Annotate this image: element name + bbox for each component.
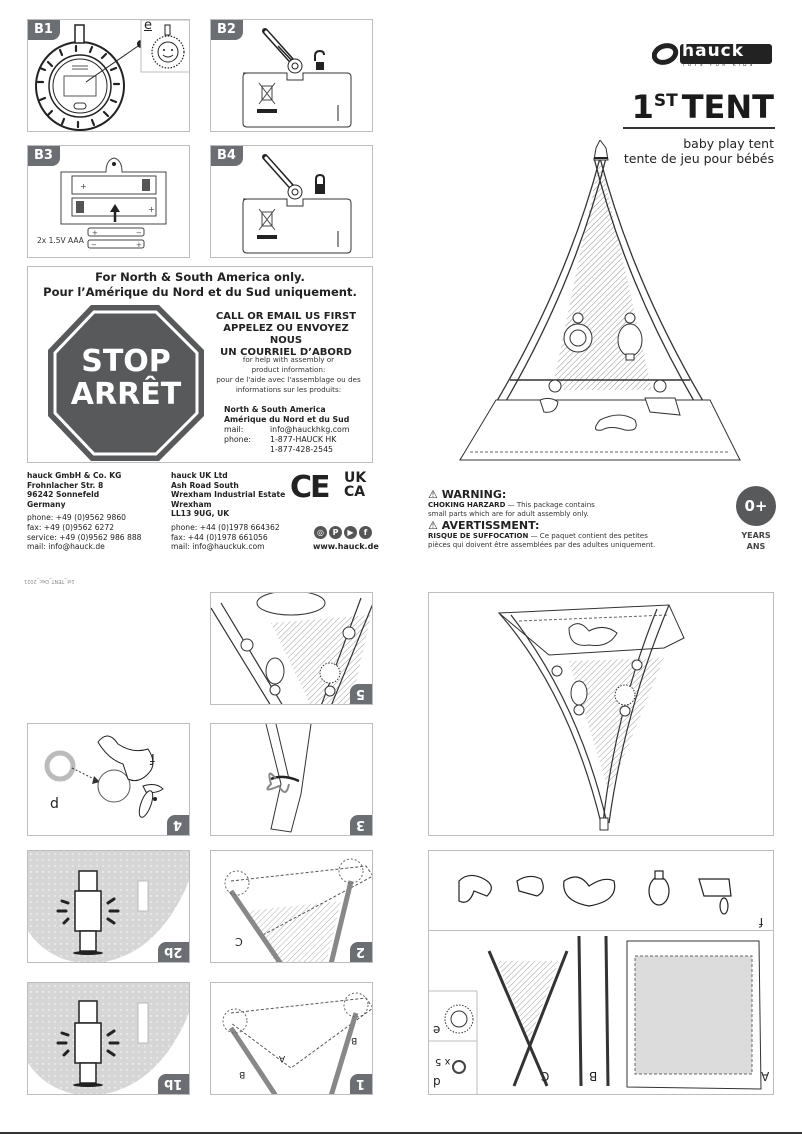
panel-b1: B1 e — [27, 19, 190, 132]
step-2-panel: C 2 — [210, 850, 373, 963]
youtube-icon[interactable]: ▶ — [344, 526, 357, 539]
age-label: YEARS ANS — [741, 531, 771, 551]
step-label: B4 — [211, 146, 243, 166]
germany-email-link[interactable]: mail: info@hauck.de — [27, 542, 105, 552]
website-link[interactable]: www.hauck.de — [313, 542, 379, 551]
parts-list-panel: f A B C d x 5 e — [428, 850, 774, 1095]
step-1-illustration — [222, 992, 372, 1094]
step-1b-panel: 1b — [27, 982, 190, 1095]
hauck-logo — [652, 43, 772, 65]
svg-text:−: − — [91, 241, 97, 249]
part-label: e — [144, 19, 152, 33]
svg-text:−: − — [136, 229, 142, 237]
step-1b-buckle-illustration — [28, 983, 189, 1094]
address-germany: hauck GmbH & Co. KG Frohnlacher Str. 8 9… — [27, 471, 142, 552]
notice-heading: For North & South America only. Pour l’A… — [43, 270, 357, 299]
ukca-mark: UK CA — [344, 470, 367, 500]
choking-warning: ⚠ WARNING: CHOKING HARZARD — This packag… — [428, 488, 656, 550]
part-label-a: A — [761, 1069, 770, 1083]
step-2b-panel: 2b — [27, 850, 190, 963]
brand-tagline: TOYS FOR KIDS — [682, 63, 756, 68]
part-label-d: d — [433, 1075, 441, 1089]
help-text: for help with assembly or product inform… — [216, 355, 361, 394]
part-label-b: B — [239, 1069, 246, 1079]
step-4-illustration — [44, 735, 164, 818]
toys-row: f — [429, 851, 773, 931]
call-first-text: CALL OR EMAIL US FIRST APPELEZ OU ENVOYE… — [215, 311, 357, 358]
step-5-illustration — [211, 593, 372, 704]
tent-inverted-panel — [428, 592, 774, 836]
battery-toy-illustration — [35, 20, 189, 131]
ce-mark: CE — [290, 470, 330, 505]
step-label: B2 — [211, 20, 243, 40]
step-label: 2 — [349, 942, 372, 962]
americas-email-link[interactable]: info@hauckhkg.com — [270, 425, 350, 434]
step-label: 3 — [349, 815, 372, 835]
svg-text:+: + — [92, 229, 98, 237]
panel-b4: B4 — [210, 145, 373, 258]
product-subtitle: baby play tent tente de jeu pour bébés — [623, 136, 774, 166]
stop-text: STOP ARRÊT — [70, 344, 182, 412]
pinterest-icon[interactable]: P — [329, 526, 342, 539]
uk-email-link[interactable]: mail: info@hauckuk.com — [171, 542, 265, 552]
step-label: 1 — [349, 1074, 372, 1094]
step-3-panel: 3 — [210, 723, 373, 836]
part-label-f: f — [150, 750, 155, 766]
document-code: 1st_TENT_Dec_2021 — [24, 578, 75, 584]
svg-text:+: + — [148, 205, 155, 214]
step-3-illustration — [265, 724, 312, 833]
page-bottom-rule — [0, 1132, 802, 1134]
svg-text:+: + — [80, 182, 87, 191]
address-uk: hauck UK Ltd Ash Road South Wrexham Indu… — [171, 471, 286, 552]
tent-illustration — [459, 140, 741, 461]
part-label-d: d — [50, 796, 59, 812]
step-label: 1b — [157, 1074, 189, 1094]
battery-compartment-illustration: + + + − − + — [60, 157, 167, 249]
part-label-a: A — [279, 1053, 286, 1063]
stop-sign-icon — [48, 305, 204, 461]
toys-label-f: f — [759, 915, 764, 929]
step-label: B1 — [28, 20, 60, 40]
part-label-c: C — [541, 1069, 550, 1083]
step-label: 5 — [349, 684, 372, 704]
battery-spec: 2x 1.5V AAA — [37, 236, 84, 245]
step-5-panel: 5 — [210, 592, 373, 705]
age-badge: 0+ — [736, 486, 776, 526]
social-links: ◎ P ▶ f — [314, 526, 372, 539]
step-label: 2b — [157, 942, 189, 962]
part-label-b: B — [589, 1069, 598, 1083]
part-label-b: B — [351, 1035, 358, 1045]
part-qty-d: x 5 — [435, 1056, 451, 1067]
americas-notice: For North & South America only. Pour l’A… — [27, 266, 373, 463]
frame-parts-illustration — [429, 935, 762, 1094]
step-label: B3 — [28, 146, 60, 166]
americas-contact: North & South America Amérique du Nord e… — [224, 405, 350, 454]
part-label-c: C — [235, 935, 243, 948]
brand-name: hauck — [682, 41, 745, 61]
unlock-battery-illustration — [242, 28, 352, 128]
step-1-panel: B A B 1 — [210, 982, 373, 1095]
step-label: 4 — [166, 815, 189, 835]
instagram-icon[interactable]: ◎ — [314, 526, 327, 539]
svg-text:+: + — [136, 241, 142, 249]
tent-inverted-illustration — [497, 604, 685, 831]
lock-battery-illustration — [242, 154, 352, 254]
step-4-panel: d f 4 — [27, 723, 190, 836]
facebook-icon[interactable]: f — [359, 526, 372, 539]
part-label-e: e — [433, 1023, 441, 1037]
toys-illustration — [458, 870, 732, 915]
step-2b-buckle-illustration — [28, 851, 189, 962]
panel-b3: + + + − − + B3 2x 1.5V AAA — [27, 145, 190, 258]
step-2-illustration — [224, 858, 372, 962]
panel-b2: B2 — [210, 19, 373, 132]
title-divider — [623, 127, 775, 129]
